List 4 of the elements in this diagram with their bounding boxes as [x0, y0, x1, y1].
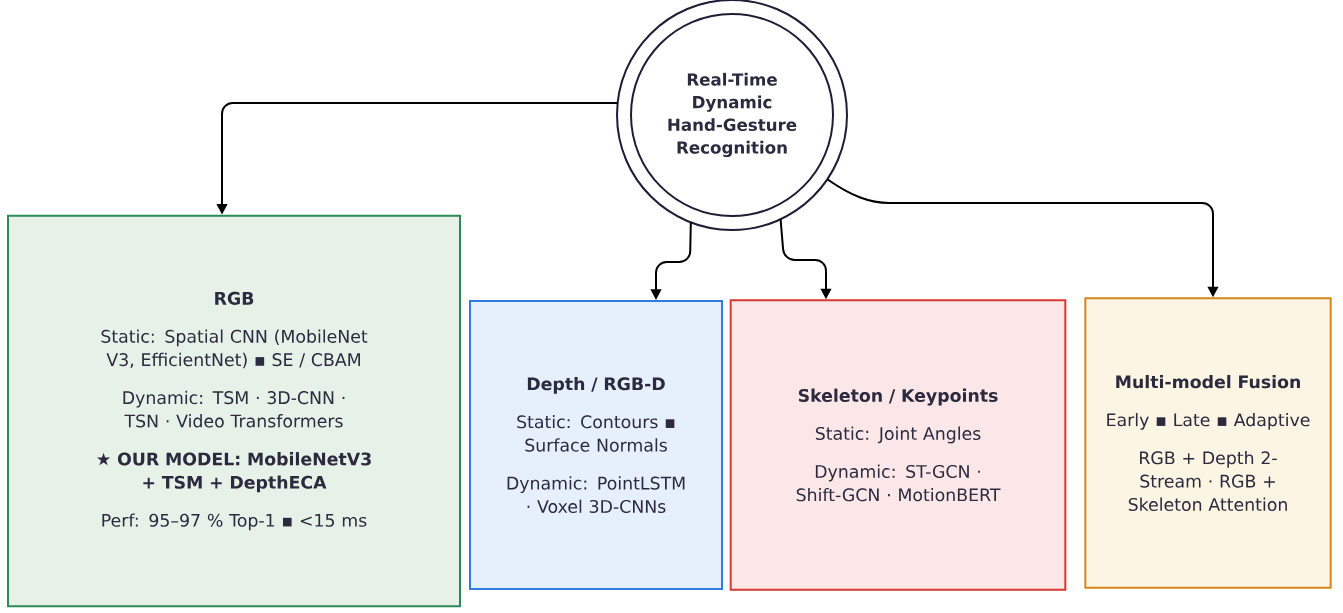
category-box: RGB Static: Spatial CNN (MobileNet V3, EfficientNet) ▪ SE / CBAM Dynamic: TSM · 3D-CNN · TSN · Video Transformers ★ OUR MODEL: MobileNetV3 + TSM + DepthECA Perf: 95–97 % Top-1 ▪ <15 ms: [7, 214, 461, 608]
category-box: Multi-model Fusion Early ▪ Late ▪ Adaptive RGB + Depth 2-Stream · RGB + Skeleton Attention: [1084, 297, 1332, 589]
category-box: Depth / RGB-D Static: Contours ▪ Surface Normals Dynamic: PointLSTM · Voxel 3D-CNNs: [469, 300, 723, 590]
category-box: Skeleton / Keypoints Static: Joint Angles Dynamic: ST-GCN · Shift-GCN · MotionBERT: [729, 299, 1067, 591]
